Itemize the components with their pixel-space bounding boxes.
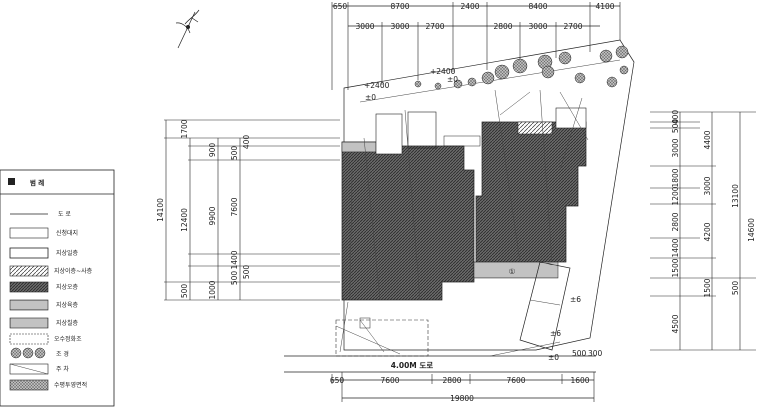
svg-text:3000: 3000 — [671, 138, 680, 157]
svg-text:2800: 2800 — [671, 212, 680, 231]
svg-text:±6: ±6 — [570, 295, 581, 304]
dim-bottom-total: 19800 — [450, 394, 474, 403]
svg-text:2800: 2800 — [442, 376, 461, 385]
lower-slab — [473, 261, 559, 279]
svg-text:900: 900 — [208, 143, 217, 158]
svg-text:+2400: +2400 — [364, 81, 390, 90]
svg-text:14600: 14600 — [747, 218, 756, 242]
landscape-trees — [414, 45, 629, 90]
legend-title-icon — [8, 178, 15, 185]
legend-label-floor5: 지상오층 — [56, 283, 79, 291]
legend-label-floor7: 지상칠층 — [56, 319, 79, 327]
site-marker: ① — [509, 267, 516, 276]
svg-text:+2400: +2400 — [430, 67, 456, 76]
svg-text:1400: 1400 — [230, 250, 239, 269]
svg-text:14100: 14100 — [156, 198, 165, 222]
building-right — [475, 89, 589, 263]
legend-label-site: 신청대지 — [56, 229, 78, 237]
legend-label-floor6: 지상육층 — [56, 301, 79, 309]
svg-text:1000: 1000 — [208, 280, 217, 299]
svg-text:9900: 9900 — [208, 206, 217, 225]
road-label: 4.00M 도로 — [391, 361, 433, 370]
dim-top-1: 650 — [333, 2, 348, 11]
svg-text:300: 300 — [588, 349, 603, 358]
legend-title: 범 례 — [30, 178, 44, 187]
legend-label-road: 도 로 — [58, 211, 71, 218]
svg-text:4500: 4500 — [671, 314, 680, 333]
svg-text:7600: 7600 — [230, 197, 239, 216]
dim-top-sub-3: 2700 — [425, 22, 444, 31]
left-dimensions: 14100 1700 12400 500 900 9900 1000 500 7… — [156, 119, 340, 301]
svg-text:1800: 1800 — [671, 168, 680, 187]
svg-text:7600: 7600 — [506, 376, 525, 385]
svg-text:1500: 1500 — [671, 258, 680, 277]
svg-text:1600: 1600 — [570, 376, 589, 385]
svg-text:13100: 13100 — [731, 184, 740, 208]
top-dimensions: 650 8700 2400 8400 4100 3000 3000 2700 2… — [331, 2, 621, 90]
right-dimensions: 400 500 3000 1800 1200 2800 1400 1500 45… — [650, 110, 756, 351]
legend-label-projection: 수평투영면적 — [54, 381, 87, 389]
bottom-dimensions: 650 7600 2800 7600 1600 19800 500 300 — [330, 349, 603, 403]
svg-text:500: 500 — [731, 281, 740, 296]
svg-text:650: 650 — [330, 376, 345, 385]
dim-top-sub-5: 3000 — [528, 22, 547, 31]
legend-label-landscape: 조 경 — [56, 351, 69, 358]
svg-text:7600: 7600 — [380, 376, 399, 385]
svg-text:4400: 4400 — [703, 130, 712, 149]
dim-top-3: 2400 — [460, 2, 479, 11]
svg-text:3000: 3000 — [703, 176, 712, 195]
dim-top-sub-2: 3000 — [390, 22, 409, 31]
road: 4.00M 도로 — [284, 341, 596, 373]
dim-top-2: 8700 — [390, 2, 409, 11]
svg-text:500: 500 — [572, 349, 587, 358]
building-left — [341, 109, 475, 301]
svg-text:±6: ±6 — [550, 329, 561, 338]
legend: 범 례 도 로 신청대지 지상일층 지상이층~사층 지상오층 지상육층 지상칠층… — [0, 169, 115, 407]
bridge-link — [443, 135, 481, 147]
legend-label-parking: 주 차 — [56, 365, 69, 373]
dim-top-sub-4: 2800 — [493, 22, 512, 31]
svg-text:1200: 1200 — [671, 186, 680, 205]
svg-text:12400: 12400 — [180, 208, 189, 232]
svg-text:400: 400 — [671, 110, 680, 125]
svg-text:500: 500 — [180, 284, 189, 299]
svg-text:±0: ±0 — [548, 353, 559, 362]
svg-text:4200: 4200 — [703, 222, 712, 241]
svg-text:1700: 1700 — [180, 119, 189, 138]
dim-top-4: 8400 — [528, 2, 547, 11]
site-boundary — [343, 39, 635, 351]
level-markers: +2400 ±0 +2400 ±0 ±0 ±6 ±6 — [364, 67, 581, 362]
svg-text:±0: ±0 — [447, 75, 458, 84]
legend-label-floor2: 지상이층~사층 — [54, 267, 93, 275]
svg-text:500: 500 — [671, 119, 680, 134]
legend-label-floor1: 지상일층 — [56, 249, 79, 257]
svg-text:1400: 1400 — [671, 238, 680, 257]
svg-text:±0: ±0 — [365, 93, 376, 102]
svg-text:500: 500 — [230, 271, 239, 286]
svg-text:1500: 1500 — [703, 278, 712, 297]
legend-label-septic: 오수정화조 — [54, 336, 82, 343]
svg-text:500: 500 — [230, 146, 239, 161]
svg-text:400: 400 — [242, 135, 251, 150]
north-arrow-icon — [175, 9, 200, 49]
dim-top-sub-1: 3000 — [355, 22, 374, 31]
dim-top-5: 4100 — [595, 2, 614, 11]
dim-top-sub-6: 2700 — [563, 22, 582, 31]
svg-text:500: 500 — [242, 265, 251, 280]
